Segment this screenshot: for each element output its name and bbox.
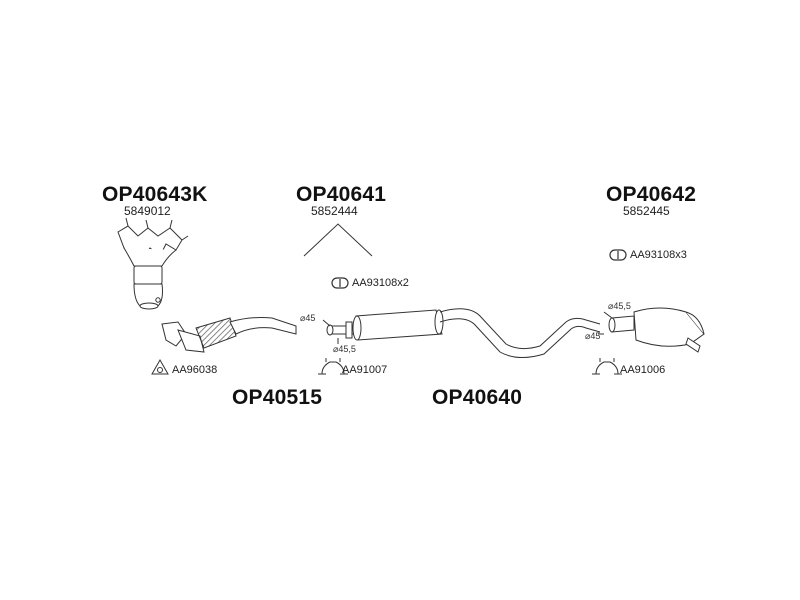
triangle-gasket-icon: [151, 358, 169, 375]
center-outlet-diameter: ⌀45: [585, 331, 601, 341]
manifold-oem-number: 5849012: [124, 204, 171, 218]
pipe-clamp-icon: [318, 358, 348, 375]
manifold-part-number[interactable]: OP40643K: [102, 183, 208, 206]
callout-lines: [303, 223, 613, 344]
hanger-rear-qty: x3: [675, 249, 687, 261]
front-outlet-diameter: ⌀45: [300, 313, 316, 323]
rubber-hanger-icon: [609, 249, 627, 261]
gasket-manifold-code[interactable]: AA96038: [172, 364, 218, 376]
center-pipe-icon[interactable]: [439, 308, 601, 358]
rear-part-number[interactable]: OP40642: [606, 183, 697, 206]
middle-silencer-icon[interactable]: [326, 309, 444, 341]
hanger-middle-code: AA93108: [352, 277, 398, 289]
rear-silencer-icon[interactable]: [608, 307, 705, 353]
exhaust-manifold-catalyst-icon[interactable]: [117, 217, 189, 310]
hanger-rear-code: AA93108: [630, 249, 676, 261]
rear-inlet-diameter: ⌀45,5: [608, 301, 631, 311]
hanger-middle-qty: x2: [397, 277, 409, 289]
rear-oem-number: 5852445: [623, 204, 670, 218]
front-pipe-part-number[interactable]: OP40515: [232, 386, 323, 409]
pipe-clamp-icon: [592, 358, 622, 375]
hanger-middle-label[interactable]: AA93108x2: [352, 277, 409, 289]
front-pipe-icon[interactable]: [161, 317, 297, 353]
front-clamp-diameter: ⌀45,5: [333, 344, 356, 354]
middle-part-number[interactable]: OP40641: [296, 183, 387, 206]
clamp-front-code[interactable]: AA91007: [342, 364, 388, 376]
hanger-rear-label[interactable]: AA93108x3: [630, 249, 687, 261]
middle-oem-number: 5852444: [311, 204, 358, 218]
rubber-hanger-icon: [331, 277, 349, 289]
clamp-rear-code[interactable]: AA91006: [620, 364, 666, 376]
center-pipe-part-number[interactable]: OP40640: [432, 386, 523, 409]
